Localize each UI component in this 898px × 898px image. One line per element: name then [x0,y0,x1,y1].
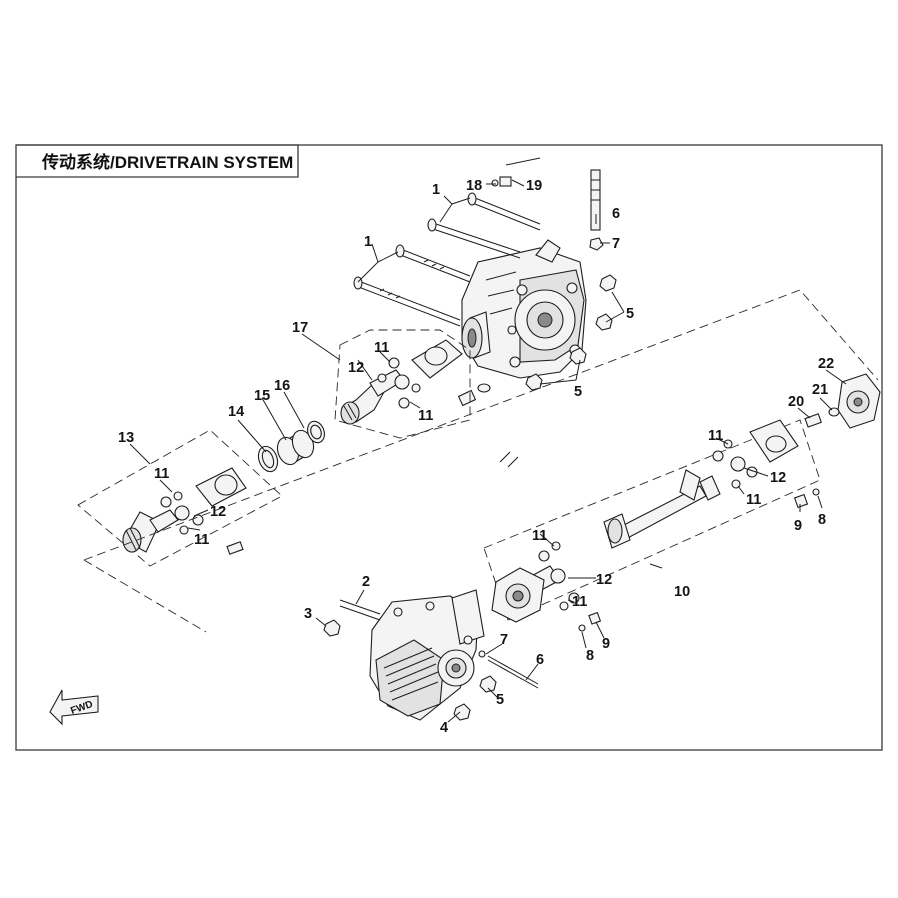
callout-6-front: 6 [612,206,620,222]
callout-11-e: 11 [532,528,547,544]
propshaft-envelope [83,289,879,633]
callout-5-lower: 5 [574,384,582,400]
front-yoke-shaft[interactable] [340,339,463,425]
callout-7-rear: 7 [500,632,508,648]
callout-5-right: 5 [626,306,634,322]
front-flange-22[interactable] [804,373,881,429]
callout-6-rear: 6 [536,652,544,668]
callout-12-a: 12 [348,360,364,376]
seal-group[interactable] [255,419,327,474]
title-tab: 传动系统/DRIVETRAIN SYSTEM [16,144,299,178]
breather-stud[interactable] [589,169,604,251]
diagram-title: 传动系统/DRIVETRAIN SYSTEM [41,152,293,172]
callout-14: 14 [228,404,244,420]
callout-9-front: 9 [794,518,802,534]
callout-9-rear: 9 [602,636,610,652]
callout-1-upper: 1 [432,182,440,198]
callout-21: 21 [812,382,828,398]
front-spider-clips[interactable] [377,357,421,409]
callout-15: 15 [254,388,270,404]
callout-20: 20 [788,394,804,410]
callout-11-h: 11 [746,492,761,508]
callout-11-a: 11 [374,340,389,356]
rear-case-fasteners[interactable] [323,599,539,721]
callout-11-f: 11 [572,594,587,610]
callout-7-front: 7 [612,236,620,252]
callout-2: 2 [362,574,370,590]
rear-gear-case[interactable] [369,589,485,721]
callout-13: 13 [118,430,134,446]
callout-8-front: 8 [818,512,826,528]
callout-11-c: 11 [154,466,169,482]
callout-8-rear: 8 [586,648,594,664]
callout-1-lower: 1 [364,234,372,250]
callout-16: 16 [274,378,290,394]
callout-numbers: 1 1 18 19 6 7 5 5 17 11 12 11 14 15 16 1… [118,178,834,736]
callout-11-b: 11 [418,408,433,424]
callout-5-rear: 5 [496,692,504,708]
callout-22: 22 [818,356,834,372]
front-differential[interactable] [461,239,587,379]
callout-12-d: 12 [770,470,786,486]
break-mark [499,451,519,468]
callout-3: 3 [304,606,312,622]
front-shaft-yoke-13[interactable] [122,467,247,553]
group-13-outline [77,429,283,567]
callout-12-c: 12 [596,572,612,588]
callout-19: 19 [526,178,542,194]
small-bolt-washer[interactable] [457,383,491,407]
diagram-frame [15,144,883,751]
callout-17: 17 [292,320,308,336]
callout-4: 4 [440,720,448,736]
rear-propeller-shaft[interactable] [523,419,799,595]
callout-11-g: 11 [708,428,723,444]
fwd-arrow: FWD [49,689,99,726]
callout-11-d: 11 [194,532,209,548]
diff-nuts[interactable] [525,274,617,391]
flange-bolts-8-9[interactable] [578,488,820,632]
leader-lines [129,179,847,723]
callout-12-b: 12 [210,504,226,520]
callout-10: 10 [674,584,690,600]
callout-18: 18 [466,178,482,194]
diff-bolts-long[interactable] [353,192,541,327]
rear-flange[interactable] [491,567,545,623]
